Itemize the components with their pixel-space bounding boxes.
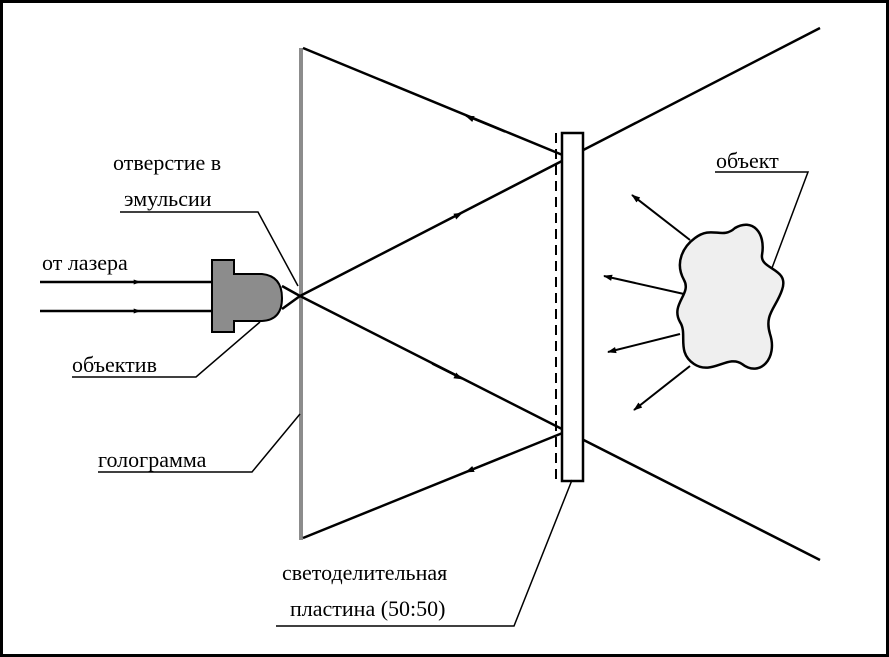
objective-lens — [211, 259, 284, 333]
diverging-arrow-upper — [431, 212, 463, 229]
object-ray-3 — [607, 333, 681, 354]
leader-object — [715, 171, 810, 269]
leader-beam-splitter — [276, 479, 573, 627]
diverging-arrow-lower — [431, 363, 463, 380]
label-beam-splitter-line2: пластина (50:50) — [290, 596, 445, 621]
label-beam-splitter-line1: светоделительная — [282, 560, 447, 585]
focus-ray-upper — [281, 284, 301, 298]
object-ray-2 — [603, 274, 685, 295]
label-hologram: голограмма — [98, 447, 207, 472]
leader-lens — [72, 321, 261, 378]
label-aperture-line2: эмульсии — [124, 186, 212, 211]
label-object: объект — [716, 148, 779, 173]
reflected-arrow-upper — [465, 115, 506, 133]
leader-aperture — [120, 211, 299, 287]
reflected-arrow-lower — [465, 455, 506, 473]
diverging-ray-lower — [299, 294, 821, 562]
leader-hologram — [98, 413, 301, 473]
object-ray-4 — [633, 365, 691, 411]
reflected-ray-lower — [302, 430, 566, 540]
diverging-ray-upper — [299, 26, 821, 298]
label-aperture-line1: отверстие в — [113, 150, 221, 175]
reflected-ray-upper — [302, 46, 566, 158]
object-ray-1 — [631, 194, 691, 241]
focus-ray-lower — [281, 294, 301, 311]
label-from-laser: от лазера — [42, 250, 128, 275]
beam-splitter-plate — [560, 131, 585, 483]
label-objective: объектив — [72, 352, 157, 377]
object-shape — [676, 223, 785, 370]
